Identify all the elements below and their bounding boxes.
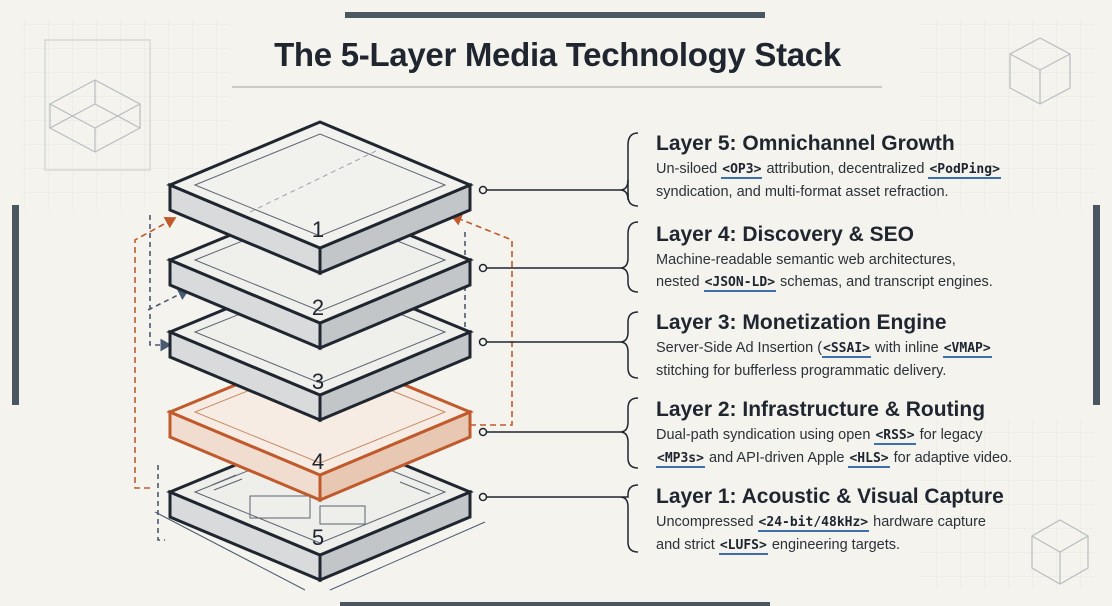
code-tag-lufs: <LUFS> [718, 538, 768, 555]
layer-4-title: Layer 4: Discovery & SEO [656, 223, 914, 246]
layer-3-title: Layer 3: Monetization Engine [656, 311, 947, 334]
layer-4-desc-line-2: nested <JSON-LD> schemas, and transcript… [656, 274, 993, 292]
grid-texture-bottom-right [920, 420, 1095, 590]
cube-decoration-top-right [1009, 37, 1071, 105]
layer-2-desc-line-2: <MP3s> and API-driven Apple <HLS> for ad… [656, 450, 1013, 468]
layer-3-desc-line-2: stitching for bufferless programmatic de… [656, 363, 947, 379]
code-tag-rss: <RSS> [874, 428, 916, 445]
layer-1-desc-line-1: Uncompressed <24-bit/48kHz> hardware cap… [656, 514, 986, 532]
cube-decoration-bottom-right [1031, 519, 1089, 585]
wireframe-decoration-left [44, 39, 151, 171]
layer-5-desc-line-2: syndication, and multi-format asset refr… [656, 184, 949, 200]
layer-number-3: 3 [312, 369, 324, 394]
layer-5-title: Layer 5: Omnichannel Growth [656, 132, 955, 155]
layer-5-desc-line-1: Un-siloed <OP3> attribution, decentraliz… [656, 161, 1001, 179]
code-tag-podping: <PodPing> [928, 162, 1001, 179]
layer-1-title: Layer 1: Acoustic & Visual Capture [656, 485, 1004, 508]
layer-3-desc-line-1: Server-Side Ad Insertion (<SSAI> with in… [656, 340, 992, 358]
layer-4-label: Layer 4: Discovery & SEO Machine-readabl… [656, 222, 1066, 293]
layer-5-label: Layer 5: Omnichannel Growth Un-siloed <O… [656, 131, 1066, 202]
code-tag-vmap: <VMAP> [942, 341, 992, 358]
frame-right-bar [1093, 205, 1100, 405]
code-tag-hls: <HLS> [848, 451, 890, 468]
layer-3-label: Layer 3: Monetization Engine Server-Side… [656, 310, 1066, 381]
layer-number-2: 4 [312, 449, 324, 474]
title-divider [232, 86, 882, 88]
page-title: The 5-Layer Media Technology Stack [274, 36, 841, 73]
layer-2-desc-line-1: Dual-path syndication using open <RSS> f… [656, 427, 983, 445]
layer-number-1: 5 [312, 525, 324, 550]
code-tag-24bit-48khz: <24-bit/48kHz> [757, 515, 870, 532]
layer-2-label: Layer 2: Infrastructure & Routing Dual-p… [656, 397, 1066, 469]
frame-bottom-bar [340, 602, 770, 606]
layer-2-title: Layer 2: Infrastructure & Routing [656, 398, 986, 421]
layer-4-desc-line-1: Machine-readable semantic web architectu… [656, 252, 956, 268]
code-tag-mp3s: <MP3s> [656, 451, 705, 468]
code-tag-ssai: <SSAI> [822, 341, 871, 358]
layer-number-5: 1 [312, 217, 324, 242]
layer-1-desc-line-2: and strict <LUFS> engineering targets. [656, 537, 901, 555]
layer-number-4: 2 [312, 295, 324, 320]
connector-dots [478, 185, 488, 502]
frame-left-bar [12, 205, 19, 405]
layer-1-label: Layer 1: Acoustic & Visual Capture Uncom… [656, 484, 1066, 556]
code-tag-op3: <OP3> [721, 162, 763, 179]
connector-lines [486, 132, 639, 553]
frame-top-bar [345, 12, 765, 18]
code-tag-json-ld: <JSON-LD> [703, 275, 777, 292]
slab-layer-5 [166, 120, 474, 276]
